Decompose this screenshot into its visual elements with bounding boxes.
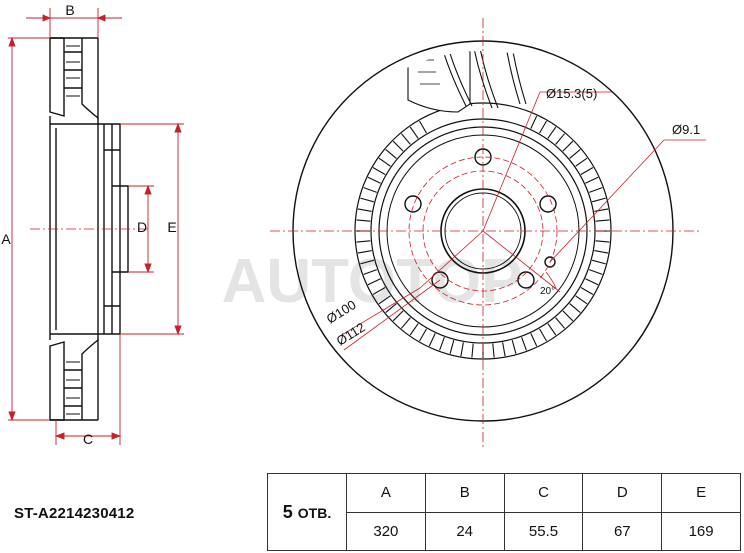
vent-slot [378,295,391,305]
vent-slot [419,120,427,134]
dim-label-b: B [65,2,74,18]
front-construction-lines [270,18,706,450]
table-header-row: 5 ОТВ. A B C D E [267,473,741,551]
vent-slot [594,250,609,254]
vent-slot [372,167,386,175]
value-b: 24 [424,511,505,551]
vent-slot [575,295,588,305]
angle-label: 20° [540,286,555,297]
vane-cutaway [407,51,527,113]
vent-slots [356,115,610,358]
dim-label-c: C [83,431,93,447]
bolt-hole-count: 5 ОТВ. [267,473,347,551]
dimension-table: 5 ОТВ. A B C D E 320 24 55.5 67 169 [267,473,741,551]
hole-unit: ОТВ. [297,504,332,521]
value-c: 55.5 [503,511,584,551]
vent-slot [589,269,603,275]
hole-count: 5 [282,501,293,522]
vent-slot [439,337,445,351]
vent-slot [357,250,372,254]
vent-slot [555,133,566,145]
vent-slot [360,197,375,203]
vent-slot [580,287,594,295]
vent-slot [385,148,397,159]
vent-slot [385,303,397,314]
vent-slot [428,333,436,347]
vent-slot [547,126,557,139]
vent-slot [363,187,377,193]
vent-slot [392,140,404,152]
col-header-d: D [582,473,663,513]
pcd-circle [408,156,558,306]
bolt-hole [404,195,422,213]
vent-slot [409,323,419,336]
vent-slot [585,176,599,184]
vent-slot [471,343,474,358]
value-e: 169 [661,511,741,551]
vent-slot [562,140,574,152]
vent-slot [400,133,411,145]
side-dimension-labels: B A C D E [1,2,176,447]
vent-slot [530,115,538,129]
vent-slot [580,167,594,175]
vent-slot [460,342,464,357]
vent-slot [409,126,419,139]
vent-slot [492,343,495,358]
side-dimensions [8,8,184,445]
vent-slot [539,328,547,342]
vent-slot [539,120,547,134]
vent-slot [530,333,538,347]
col-header-e: E [661,473,741,513]
value-a: 320 [346,511,426,551]
vent-slot [595,240,610,243]
vent-slot [569,148,581,159]
vent-slot [356,240,371,243]
vent-slot [589,187,603,193]
vent-slot [547,323,557,336]
vent-slot [595,219,610,222]
vent-slot [356,219,371,222]
vent-slot [363,269,377,275]
vent-slot [449,339,455,354]
vent-slot [372,287,386,295]
vent-slot [591,197,606,203]
vent-slot [594,208,609,212]
vent-slot [591,259,606,265]
vent-slot [419,328,427,342]
vent-slot [502,342,506,357]
pin-hole-label: Ø9.1 [672,122,700,137]
dim-label-d: D [137,219,147,235]
dim-label-e: E [167,219,176,235]
vent-slot [521,337,527,351]
col-header-c: C [503,473,584,513]
vent-slot [360,259,375,265]
vent-slot [367,278,381,286]
vent-slot [357,208,372,212]
table-value-row: 320 24 55.5 67 169 [268,511,741,551]
vent-slot [569,303,581,314]
vent-slot [511,339,517,354]
brake-disc-drawing: AUTOTOP [1,2,706,450]
vent-slot [585,278,599,286]
pin-hole [544,256,556,268]
part-number: ST-A2214230412 [14,505,135,522]
vent-slot [562,310,574,322]
vent-slot [575,157,588,167]
value-d: 67 [582,511,663,551]
bolt-hole-label: Ø15.3(5) [546,86,597,101]
bore-label: Ø112 [334,319,368,348]
dim-label-a: A [1,231,11,247]
vent-slot [392,310,404,322]
col-header-a: A [346,473,426,513]
col-header-b: B [424,473,505,513]
watermark: AUTOTOP [222,247,523,316]
vent-slot [555,317,566,329]
vent-slot [367,176,381,184]
vent-slot [400,317,411,329]
vent-slot [378,157,391,167]
